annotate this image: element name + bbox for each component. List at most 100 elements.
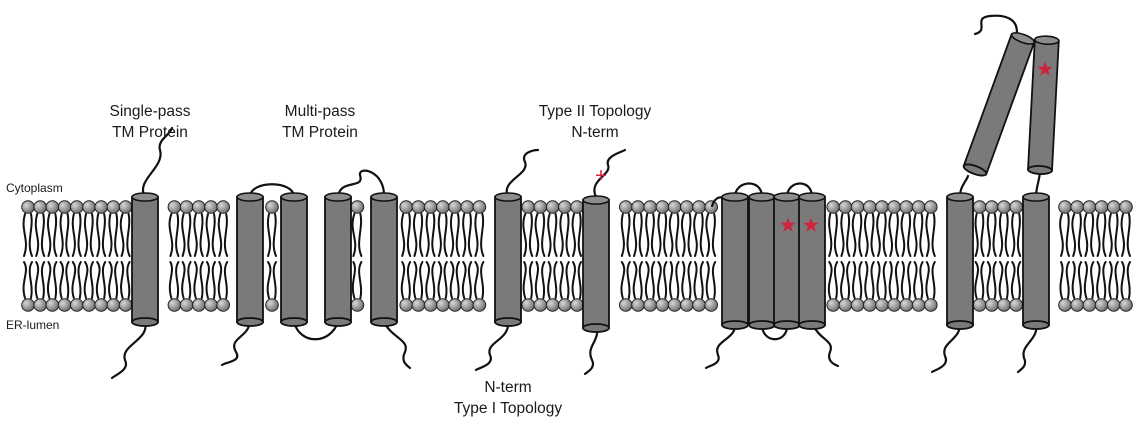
- lipid-head: [864, 201, 877, 214]
- lipid-tail: [634, 214, 642, 256]
- type-2-label-line1: Type II Topology: [539, 103, 652, 120]
- lipid-tail: [670, 214, 679, 256]
- lipid-tail: [524, 262, 533, 298]
- lipid-tail: [1073, 262, 1082, 298]
- lipid-head: [168, 201, 181, 214]
- single-pass-label-line1: Single-pass: [110, 103, 191, 120]
- lipid-tail: [694, 214, 703, 256]
- lipid-head: [534, 201, 547, 214]
- lipid-tail: [1109, 214, 1117, 256]
- lipid-head: [449, 201, 462, 214]
- lipid-head: [119, 201, 132, 214]
- lipid-head: [693, 201, 706, 214]
- lipid-tail: [72, 262, 80, 298]
- lipid-tail: [61, 214, 69, 256]
- lipid-head: [1095, 201, 1108, 214]
- lipid-head: [559, 299, 572, 312]
- bundle-helix-2: [749, 193, 775, 329]
- lipid-tail: [646, 214, 654, 256]
- lipid-head: [351, 201, 364, 214]
- lipid-head: [973, 299, 986, 312]
- lipid-tail: [890, 262, 899, 298]
- lipid-tail: [987, 262, 995, 298]
- multi-pass-c-tail-2: [384, 322, 410, 368]
- lipid-tail: [1097, 262, 1105, 298]
- lipid-head: [168, 299, 181, 312]
- lipid-tail: [536, 214, 545, 256]
- soluble-helix-upright: [1028, 36, 1059, 175]
- lipid-tail: [85, 262, 93, 298]
- lipid-tail: [573, 262, 581, 298]
- lipid-head: [193, 201, 206, 214]
- lipid-head: [473, 201, 486, 214]
- lipid-head: [839, 201, 852, 214]
- lipid-tail: [1072, 214, 1081, 256]
- lipid-tail: [902, 214, 911, 256]
- lipid-tail: [48, 262, 56, 298]
- lipid-head: [839, 299, 852, 312]
- lipid-tail: [438, 262, 446, 298]
- lipid-head: [620, 299, 633, 312]
- multi-pass-helix-4: [371, 193, 397, 326]
- type-2-helix: [583, 196, 609, 332]
- lipid-head: [534, 299, 547, 312]
- lipid-tail: [560, 214, 568, 256]
- lipid-tail: [414, 262, 422, 298]
- lipid-tail: [914, 214, 922, 256]
- lipid-tail: [414, 214, 422, 256]
- lipid-tail: [1000, 262, 1008, 298]
- lipid-tail: [707, 262, 716, 298]
- lipid-tail: [97, 262, 105, 298]
- lipid-tail: [865, 214, 874, 256]
- lipid-tail: [439, 214, 447, 256]
- lipid-head: [107, 201, 120, 214]
- lipid-tail: [109, 262, 117, 298]
- type-1-helix: [495, 193, 521, 326]
- lipid-tail: [121, 214, 130, 256]
- lipid-head: [180, 299, 193, 312]
- lipid-tail: [1097, 214, 1105, 256]
- lipid-head: [546, 201, 559, 214]
- lipid-tail: [463, 214, 471, 256]
- lipid-tail: [268, 262, 276, 298]
- lipid-tail: [73, 214, 81, 256]
- lipid-head: [424, 201, 437, 214]
- lipid-tail: [426, 262, 434, 298]
- lipid-tail: [219, 214, 227, 256]
- lipid-head: [986, 299, 999, 312]
- lipid-tail: [658, 214, 666, 256]
- lipid-head: [1120, 201, 1133, 214]
- lipid-tail: [207, 262, 215, 298]
- lipid-tail: [1060, 262, 1069, 298]
- lipid-head: [22, 201, 35, 214]
- lipid-head: [193, 299, 206, 312]
- lipid-tail: [48, 214, 56, 256]
- lipid-head: [668, 201, 681, 214]
- lipid-tail: [560, 262, 568, 298]
- lipid-tail: [841, 214, 849, 256]
- lipid-head: [400, 201, 413, 214]
- lipid-head: [864, 299, 877, 312]
- lipid-head: [888, 299, 901, 312]
- lipid-head: [912, 201, 925, 214]
- lipid-head: [876, 299, 889, 312]
- lipid-tail: [451, 262, 459, 298]
- lipid-head: [461, 299, 474, 312]
- lipid-head: [986, 201, 999, 214]
- lipid-head: [1071, 201, 1084, 214]
- lipid-head: [546, 299, 559, 312]
- lipid-tail: [24, 214, 32, 256]
- lipid-head: [1108, 201, 1121, 214]
- lipid-tail: [427, 214, 435, 256]
- lipid-head: [705, 201, 718, 214]
- lipid-head: [644, 201, 657, 214]
- lipid-tail: [877, 214, 886, 256]
- lipid-tail: [207, 214, 215, 256]
- lipid-head: [119, 299, 132, 312]
- lipid-tail: [975, 262, 983, 298]
- lipid-tail: [1000, 214, 1008, 256]
- lipid-head: [827, 299, 840, 312]
- lipid-head: [681, 299, 694, 312]
- multi-pass-helix-2: [281, 193, 307, 326]
- lipid-tail: [853, 262, 862, 298]
